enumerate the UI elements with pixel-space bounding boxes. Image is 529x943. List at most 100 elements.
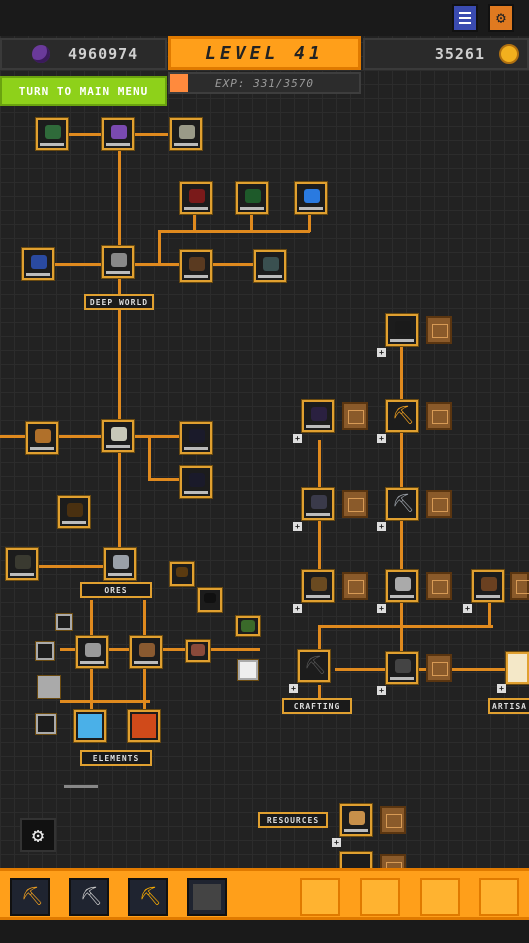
tree-node-crystal[interactable] — [102, 118, 134, 150]
add-icon[interactable]: + — [497, 684, 506, 693]
tree-node-stone-pick[interactable] — [302, 488, 334, 520]
level-banner: LEVEL 41 — [168, 36, 361, 70]
tree-node-amber[interactable] — [26, 422, 58, 454]
chest-icon[interactable] — [342, 490, 368, 518]
tree-node-coal[interactable] — [180, 422, 212, 454]
chest-icon[interactable] — [426, 572, 452, 600]
tree-node-dark-ore[interactable] — [238, 660, 258, 680]
tree-node-steel-pick[interactable]: ⛏ — [386, 488, 418, 520]
tree-node-gravel[interactable] — [6, 548, 38, 580]
tree-node-stone[interactable] — [170, 118, 202, 150]
hotbar-slot[interactable]: ⛏ — [128, 878, 168, 916]
hotbar-slot[interactable] — [300, 878, 340, 916]
label-resources: RESOURCES — [258, 812, 328, 828]
exp-fill — [170, 74, 188, 92]
add-icon[interactable]: + — [289, 684, 298, 693]
hotbar-slot[interactable] — [187, 878, 227, 916]
tree-node-dark-rock[interactable] — [254, 250, 286, 282]
tree-edge — [118, 150, 121, 570]
tree-node-silver[interactable] — [38, 676, 60, 698]
gear-icon[interactable]: ⚙ — [488, 4, 514, 32]
add-icon[interactable]: + — [377, 522, 386, 531]
add-icon[interactable]: + — [332, 838, 341, 847]
chest-icon[interactable] — [342, 402, 368, 430]
tree-node-gold-pick[interactable]: ⛏ — [386, 400, 418, 432]
chest-icon[interactable] — [426, 490, 452, 518]
tree-node-deep-world[interactable] — [102, 246, 134, 278]
tree-edge — [158, 230, 310, 233]
tree-edge — [318, 685, 321, 700]
pickaxe-icon: ⛏ — [304, 655, 327, 676]
add-icon[interactable]: + — [377, 604, 386, 613]
list-icon[interactable] — [452, 4, 478, 32]
label-deep-world: DEEP WORLD — [84, 294, 154, 310]
tree-node-iron-pick[interactable] — [302, 400, 334, 432]
tree-node-iron-block[interactable] — [386, 570, 418, 602]
chest-icon[interactable] — [342, 572, 368, 600]
tree-node-lock[interactable] — [56, 614, 72, 630]
tree-node-leather[interactable] — [472, 570, 504, 602]
chest-icon[interactable] — [380, 806, 406, 834]
tree-node-green-ore[interactable] — [236, 182, 268, 214]
tree-node-clay[interactable] — [58, 496, 90, 528]
tree-edge — [0, 435, 195, 438]
tree-edge — [193, 210, 196, 232]
tree-node-wood[interactable] — [130, 636, 162, 668]
tree-node-bronze-block[interactable] — [302, 570, 334, 602]
tree-node-ores[interactable] — [104, 548, 136, 580]
hotbar-slot[interactable]: ⛏ — [69, 878, 109, 916]
gear-icon[interactable]: ⚙ — [20, 818, 56, 852]
tree-node-gem-small[interactable] — [36, 642, 54, 660]
tree-node-water[interactable] — [74, 710, 106, 742]
pickaxe-icon: ⛏ — [392, 405, 415, 426]
tree-node-slate[interactable] — [36, 714, 56, 734]
tree-edge — [148, 435, 151, 480]
tree-edge — [335, 668, 510, 671]
tree-node-blue-gem[interactable] — [295, 182, 327, 214]
tree-edge — [318, 625, 493, 628]
tree-edge — [50, 263, 260, 266]
tree-node-copper[interactable] — [180, 250, 212, 282]
gems-counter: 4960974 — [0, 38, 167, 70]
add-icon[interactable]: + — [293, 604, 302, 613]
tree-node-planks[interactable] — [340, 804, 372, 836]
chest-icon[interactable] — [426, 402, 452, 430]
add-icon[interactable]: + — [377, 348, 386, 357]
tree-node-moss[interactable] — [236, 616, 260, 636]
tree-node-plant[interactable] — [36, 118, 68, 150]
tree-node-lava[interactable] — [128, 710, 160, 742]
hotbar-slot[interactable] — [360, 878, 400, 916]
tree-node-pick-rack[interactable] — [386, 652, 418, 684]
tree-node-ink[interactable] — [198, 588, 222, 612]
hotbar-slot[interactable]: ⛏ — [10, 878, 50, 916]
tree-node-bronze[interactable] — [170, 562, 194, 586]
top-bar — [0, 0, 529, 36]
coin-icon — [499, 44, 519, 64]
coins-counter: 35261 — [363, 38, 529, 70]
tree-node-obsidian[interactable] — [180, 466, 212, 498]
hotbar: ⛏ ⛏ ⛏ — [0, 868, 529, 920]
hotbar-slot[interactable] — [420, 878, 460, 916]
tree-edge — [158, 230, 161, 265]
tree-edge — [20, 565, 120, 568]
tree-node-iron-ore[interactable] — [76, 636, 108, 668]
tree-node-crafting[interactable]: ⛏ — [298, 650, 330, 682]
chest-icon[interactable] — [510, 572, 529, 600]
tree-node-quartz[interactable] — [102, 420, 134, 452]
tree-node-brick[interactable] — [186, 640, 210, 662]
tree-node-artisan[interactable] — [506, 652, 529, 684]
tree-node-sapphire[interactable] — [22, 248, 54, 280]
tree-node-red-ore[interactable] — [180, 182, 212, 214]
main-menu-button[interactable]: TURN TO MAIN MENU — [0, 76, 167, 106]
exp-text: EXP: 331/3570 — [214, 76, 315, 90]
add-icon[interactable]: + — [377, 434, 386, 443]
chest-icon[interactable] — [426, 316, 452, 344]
add-icon[interactable]: + — [293, 522, 302, 531]
gems-value: 4960974 — [68, 45, 139, 63]
add-icon[interactable]: + — [463, 604, 472, 613]
chest-icon[interactable] — [426, 654, 452, 682]
tree-node-dark-pick[interactable] — [386, 314, 418, 346]
add-icon[interactable]: + — [293, 434, 302, 443]
hotbar-slot[interactable] — [479, 878, 519, 916]
add-icon[interactable]: + — [377, 686, 386, 695]
